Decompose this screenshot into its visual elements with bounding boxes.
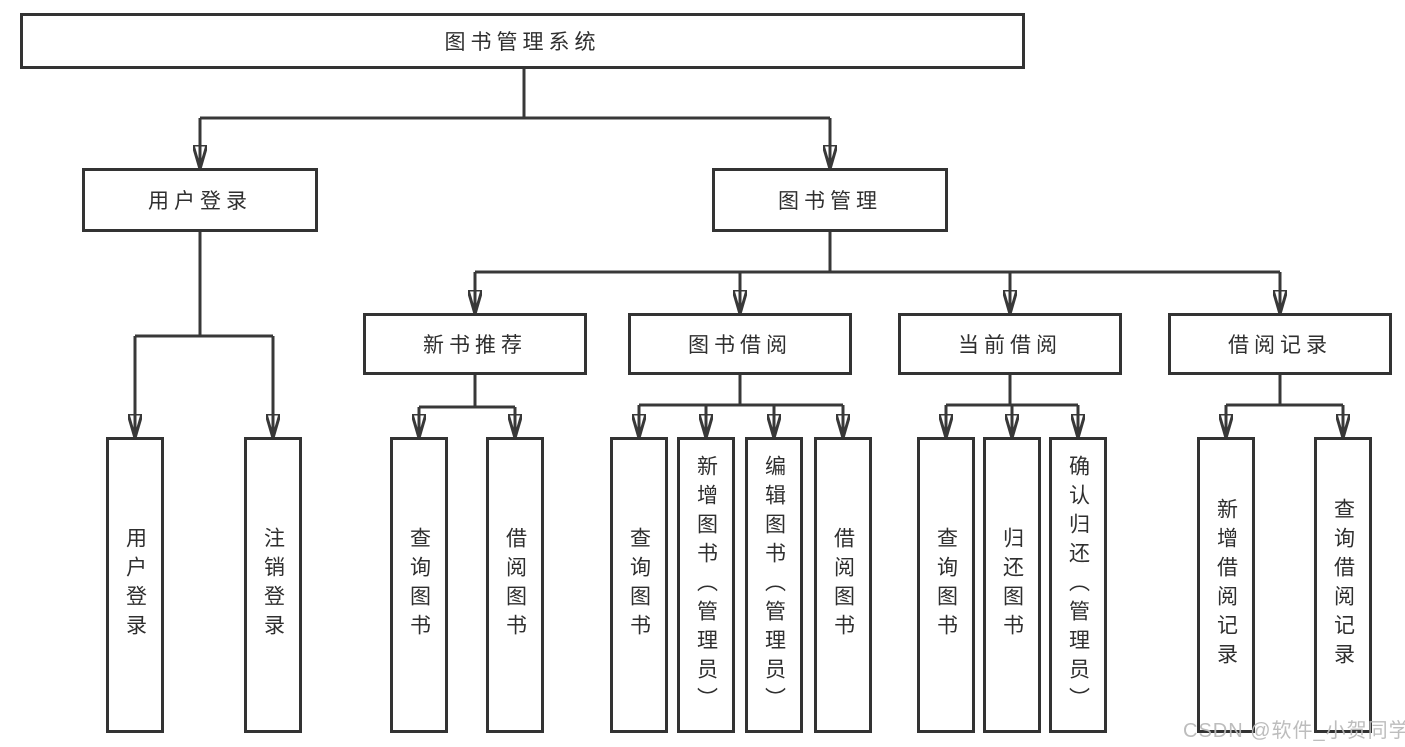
node-new-book-rec-label: 新书推荐 xyxy=(423,334,527,357)
node-book-mgmt: 图书管理 xyxy=(712,168,948,232)
edges-new-book-rec-to-leaves xyxy=(419,375,515,437)
node-book-borrow: 图书借阅 xyxy=(628,313,852,375)
edges-current-borrow-to-leaves xyxy=(946,375,1078,437)
node-bb-query-book-label: 查询图书 xyxy=(627,527,651,643)
node-rec-borrow-book: 借阅图书 xyxy=(486,437,544,733)
node-leaf-user-login: 用户登录 xyxy=(106,437,164,733)
edges-book-borrow-to-leaves xyxy=(639,375,843,437)
node-user-login-label: 用户登录 xyxy=(148,190,252,213)
node-cb-confirm-return: 确认归还（管理员） xyxy=(1049,437,1107,733)
node-new-book-rec: 新书推荐 xyxy=(363,313,587,375)
node-borrow-records: 借阅记录 xyxy=(1168,313,1392,375)
node-book-borrow-label: 图书借阅 xyxy=(688,334,792,357)
node-bb-add-book-label: 新增图书（管理员） xyxy=(694,454,718,716)
node-current-borrow-label: 当前借阅 xyxy=(958,334,1062,357)
node-rec-query-book-label: 查询图书 xyxy=(407,527,431,643)
node-cb-return-book: 归还图书 xyxy=(983,437,1041,733)
edges-user-login-to-leaves xyxy=(135,232,273,437)
node-bb-edit-book: 编辑图书（管理员） xyxy=(745,437,803,733)
node-cb-query-book: 查询图书 xyxy=(917,437,975,733)
node-cb-return-book-label: 归还图书 xyxy=(1000,527,1024,643)
node-user-login: 用户登录 xyxy=(82,168,318,232)
edges-book-mgmt-to-level3 xyxy=(475,232,1280,313)
node-cb-query-book-label: 查询图书 xyxy=(934,527,958,643)
node-br-query-record-label: 查询借阅记录 xyxy=(1331,498,1355,672)
node-book-mgmt-label: 图书管理 xyxy=(778,190,882,213)
edges-root-to-level2 xyxy=(200,69,830,168)
node-rec-query-book: 查询图书 xyxy=(390,437,448,733)
node-leaf-logout-label: 注销登录 xyxy=(261,527,285,643)
node-borrow-records-label: 借阅记录 xyxy=(1228,334,1332,357)
edges-borrow-records-to-leaves xyxy=(1226,375,1343,437)
node-br-query-record: 查询借阅记录 xyxy=(1314,437,1372,733)
node-br-add-record: 新增借阅记录 xyxy=(1197,437,1255,733)
node-root: 图书管理系统 xyxy=(20,13,1025,69)
node-bb-add-book: 新增图书（管理员） xyxy=(677,437,735,733)
node-bb-edit-book-label: 编辑图书（管理员） xyxy=(762,454,786,716)
csdn-watermark: CSDN @软件_小贺同学 xyxy=(1183,720,1405,742)
node-leaf-logout: 注销登录 xyxy=(244,437,302,733)
node-br-add-record-label: 新增借阅记录 xyxy=(1214,498,1238,672)
node-bb-query-book: 查询图书 xyxy=(610,437,668,733)
node-root-label: 图书管理系统 xyxy=(444,31,601,54)
node-current-borrow: 当前借阅 xyxy=(898,313,1122,375)
node-rec-borrow-book-label: 借阅图书 xyxy=(503,527,527,643)
node-bb-borrow-book-label: 借阅图书 xyxy=(831,527,855,643)
node-leaf-user-login-label: 用户登录 xyxy=(123,527,147,643)
node-bb-borrow-book: 借阅图书 xyxy=(814,437,872,733)
node-cb-confirm-return-label: 确认归还（管理员） xyxy=(1066,454,1090,716)
